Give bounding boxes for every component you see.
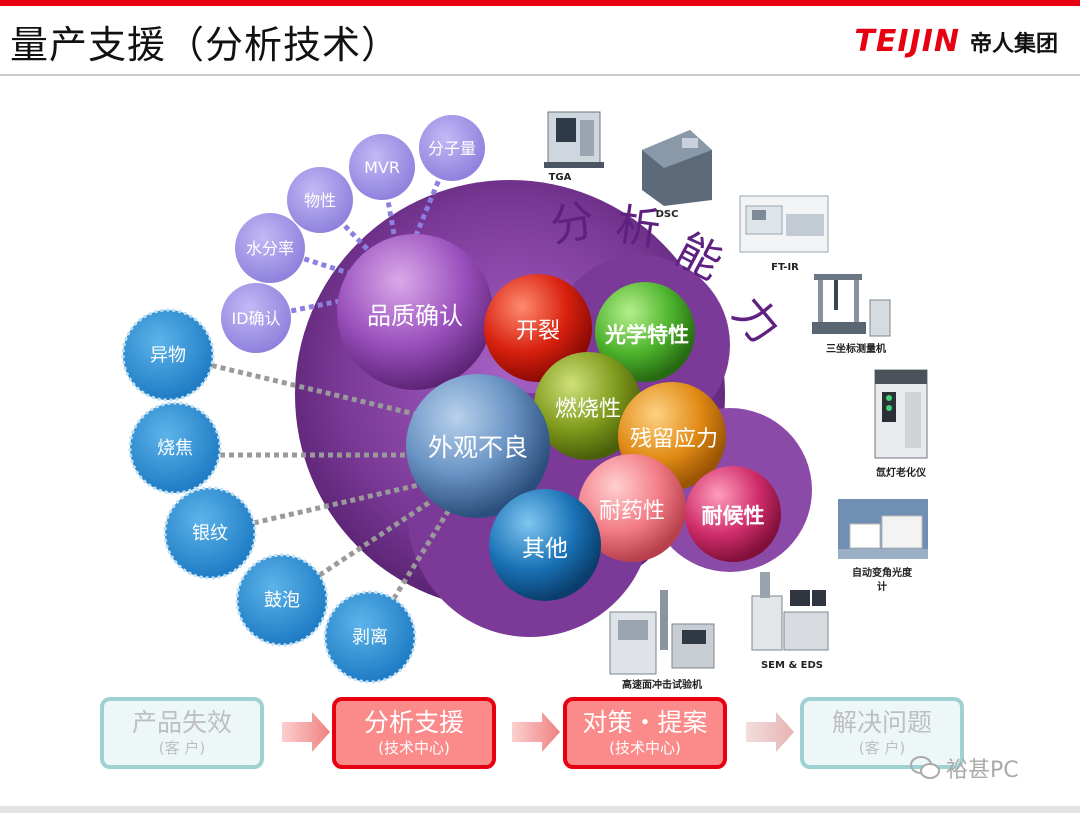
flow-step-problem-solved: 解决问题 (客 户) bbox=[800, 697, 964, 769]
label-cmm: 三坐标测量机 bbox=[826, 342, 886, 355]
label-molecular-weight: 分子量 bbox=[428, 139, 476, 158]
label-peeling: 剥离 bbox=[352, 627, 388, 648]
label-goniophotometer-1: 自动变角光度 bbox=[852, 566, 913, 579]
flow-arrows bbox=[282, 712, 794, 752]
label-optical: 光学特性 bbox=[604, 323, 689, 347]
flow-step-analysis-support: 分析支援 (技术中心) bbox=[332, 697, 496, 769]
sem-eds-icon bbox=[751, 572, 829, 651]
flow-step-countermeasure: 对策・提案 (技术中心) bbox=[563, 697, 727, 769]
impact-tester-icon bbox=[609, 590, 715, 675]
flow-step-subtitle: (技术中心) bbox=[609, 739, 681, 757]
bubble-blister bbox=[235, 553, 329, 647]
sphere-quality bbox=[337, 234, 493, 390]
flow-step-title: 解决问题 bbox=[831, 708, 932, 737]
bubble-silver-streak bbox=[163, 486, 257, 580]
heading-char: 析 bbox=[613, 199, 664, 256]
label-mvr: MVR bbox=[364, 158, 400, 177]
sphere-weather bbox=[685, 466, 781, 562]
bubble-molecular-weight bbox=[419, 115, 485, 181]
watermark-text: 裕甚PC bbox=[946, 758, 1019, 783]
capability-spheres: 品质确认 开裂 光学特性 燃烧性 残留应力 外观不良 耐药性 耐候性 其他 bbox=[337, 234, 781, 601]
tga-instrument-icon bbox=[544, 111, 604, 168]
label-burn: 燃烧性 bbox=[555, 397, 621, 422]
equipment-images: TGA DSC FT-IR 三坐标测量机 氙灯老化仪 自动变角光度 计 SEM … bbox=[544, 111, 928, 691]
flow-step-subtitle: (客 户) bbox=[858, 739, 906, 757]
defect-items: 异物 烧焦 银纹 鼓泡 剥离 bbox=[121, 308, 417, 684]
label-foreign-matter: 异物 bbox=[150, 345, 186, 366]
bubble-burn-mark bbox=[128, 401, 222, 495]
bubble-mvr bbox=[349, 134, 415, 200]
bubble-id-check bbox=[221, 283, 291, 353]
sphere-other bbox=[489, 489, 601, 601]
label-impact-tester: 高速面冲击试验机 bbox=[622, 678, 702, 691]
label-id-check: ID确认 bbox=[231, 309, 280, 328]
label-other: 其他 bbox=[522, 536, 568, 562]
xenon-weathering-icon bbox=[874, 369, 928, 459]
logo-wordmark: TEIJIN bbox=[854, 24, 960, 59]
label-residual: 残留应力 bbox=[630, 427, 718, 452]
watermark: 裕甚PC bbox=[910, 752, 1019, 784]
sphere-burn bbox=[534, 352, 642, 460]
sphere-chemical bbox=[578, 454, 686, 562]
label-quality: 品质确认 bbox=[367, 302, 463, 330]
sphere-appearance bbox=[406, 374, 550, 518]
quality-items: 分子量 MVR 物性 水分率 ID确认 bbox=[221, 115, 485, 353]
label-burn-mark: 烧焦 bbox=[157, 438, 193, 459]
flow-step-subtitle: (技术中心) bbox=[378, 739, 450, 757]
flow-arrow-2 bbox=[512, 712, 560, 752]
top-accent-bar bbox=[0, 0, 1080, 6]
header-divider bbox=[0, 74, 1080, 76]
flow-step-title: 对策・提案 bbox=[582, 708, 708, 737]
page-title: 量产支援（分析技术） bbox=[10, 23, 401, 67]
label-goniophotometer-2: 计 bbox=[877, 580, 887, 593]
heading-char: 分 bbox=[546, 195, 598, 253]
wechat-icon bbox=[910, 756, 940, 779]
label-crack: 开裂 bbox=[516, 319, 560, 344]
label-moisture: 水分率 bbox=[246, 239, 294, 258]
label-blister: 鼓泡 bbox=[264, 590, 300, 611]
label-xenon: 氙灯老化仪 bbox=[876, 466, 927, 479]
sphere-optical bbox=[595, 282, 695, 382]
bubble-moisture bbox=[235, 213, 305, 283]
label-chemical: 耐药性 bbox=[599, 499, 665, 524]
flow-step-title: 分析支援 bbox=[363, 708, 464, 737]
bubble-peeling bbox=[323, 590, 417, 684]
company-logo: TEIJIN 帝人集团 bbox=[854, 24, 1058, 59]
label-tga: TGA bbox=[549, 172, 572, 183]
bottom-divider bbox=[0, 806, 1080, 813]
flow-arrow-1 bbox=[282, 712, 330, 752]
bubble-physical bbox=[287, 167, 353, 233]
ft-ir-instrument-icon bbox=[739, 195, 829, 253]
bubble-foreign-matter bbox=[121, 308, 215, 402]
logo-chinese-name: 帝人集团 bbox=[969, 31, 1058, 57]
sphere-crack bbox=[484, 274, 592, 382]
label-silver-streak: 银纹 bbox=[192, 523, 228, 544]
cmm-instrument-icon bbox=[812, 274, 891, 337]
label-sem-eds: SEM & EDS bbox=[761, 660, 823, 671]
flow-step-title: 产品失效 bbox=[131, 708, 232, 737]
goniophotometer-icon bbox=[838, 499, 928, 559]
flow-step-subtitle: (客 户) bbox=[158, 739, 206, 757]
flow-arrow-3 bbox=[746, 712, 794, 752]
flow-step-product-failure: 产品失效 (客 户) bbox=[100, 697, 264, 769]
label-physical: 物性 bbox=[304, 191, 336, 210]
label-weather: 耐候性 bbox=[702, 504, 765, 528]
label-appearance: 外观不良 bbox=[428, 433, 528, 462]
heading-char: 力 bbox=[722, 287, 789, 353]
label-ft-ir: FT-IR bbox=[771, 262, 799, 273]
dsc-instrument-icon bbox=[642, 130, 712, 206]
label-dsc: DSC bbox=[656, 209, 679, 220]
